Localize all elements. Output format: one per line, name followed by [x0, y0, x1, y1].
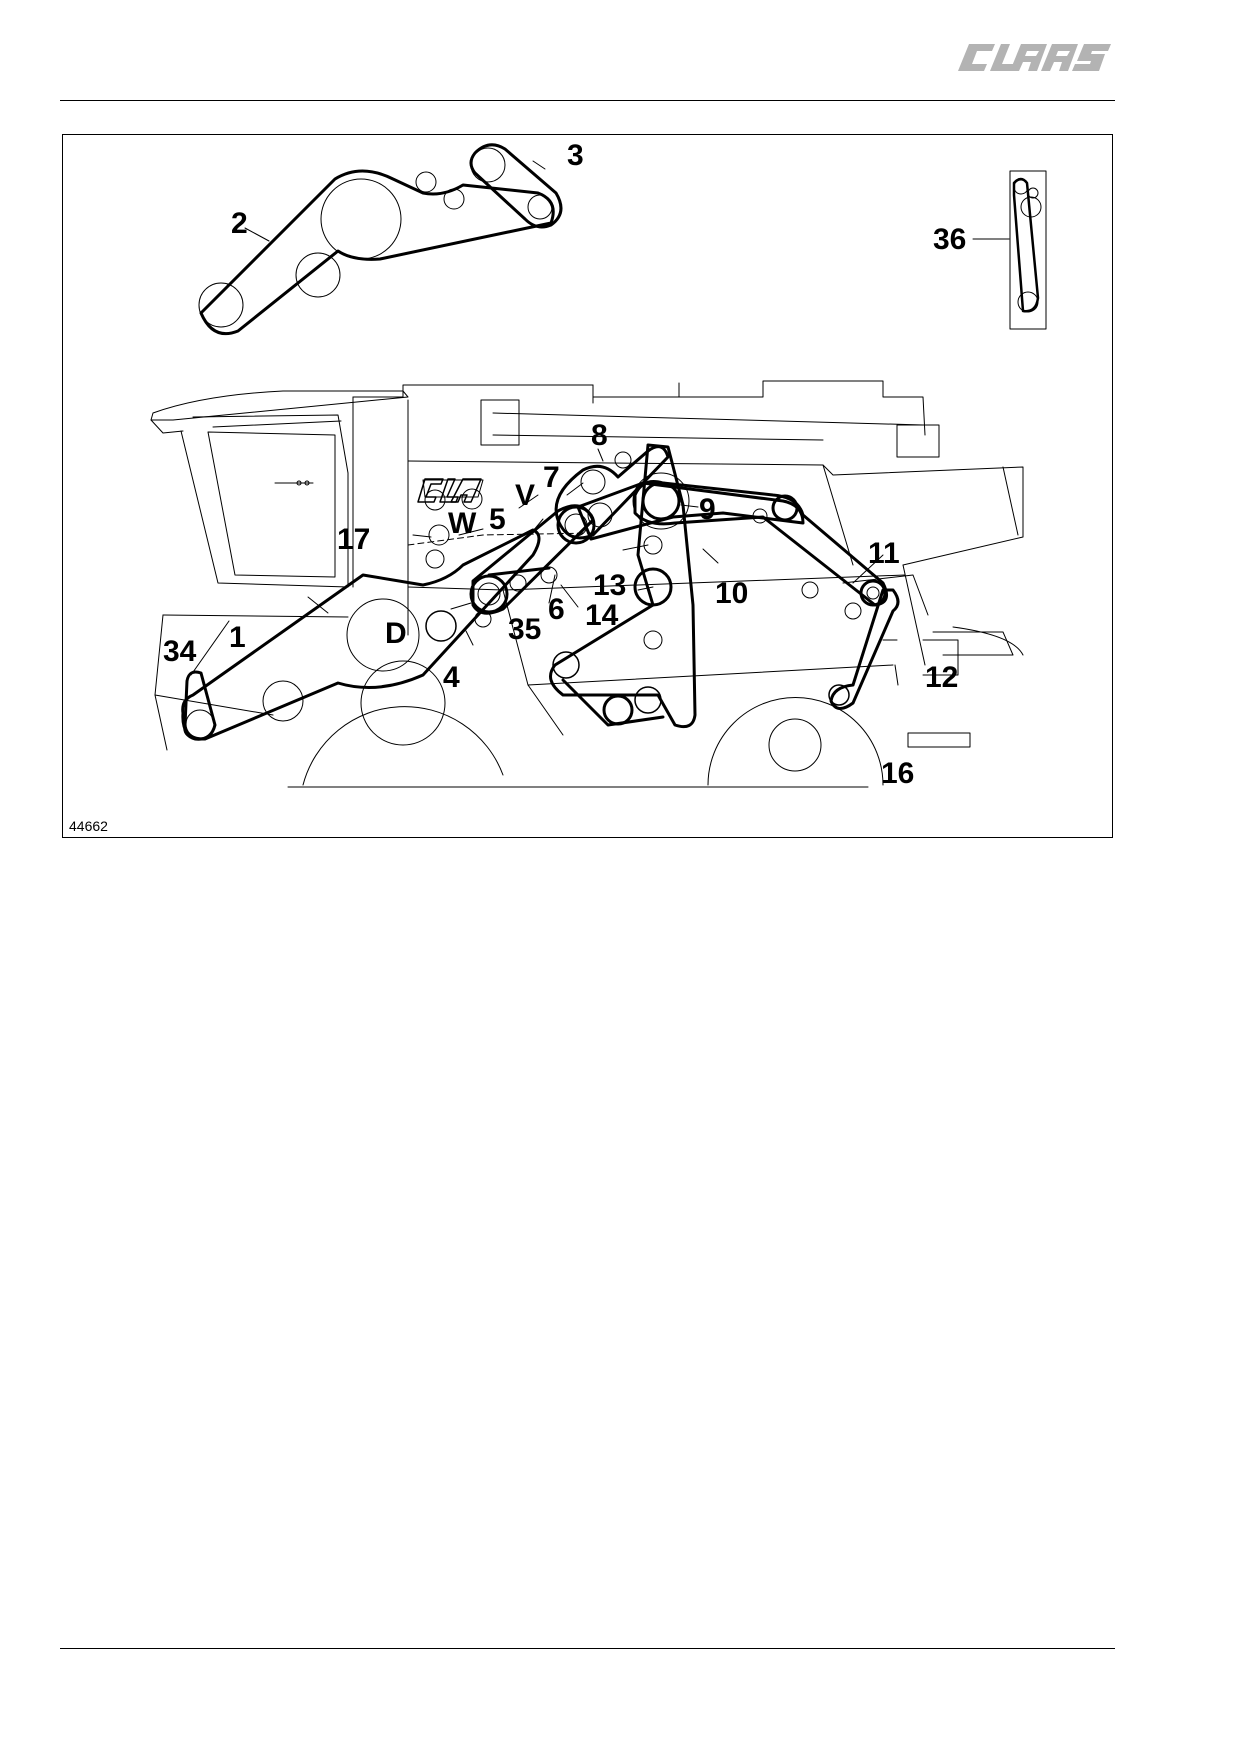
callout-3: 3: [567, 139, 584, 172]
claas-logo: [958, 44, 1111, 71]
combine-belt-diagram: 2 3 36 8 7 V 9 W 5 17 11 13 10 6 14 35 D…: [150, 139, 1047, 790]
callout-13: 13: [593, 569, 626, 602]
callout-labels: 2 3 36 8 7 V 9 W 5 17 11 13 10 6 14 35 D…: [163, 139, 966, 790]
belt-2-detail: [198, 169, 555, 336]
callout-9: 9: [699, 493, 716, 526]
callout-34: 34: [163, 635, 197, 668]
callout-4: 4: [443, 661, 460, 694]
header-rule: [60, 100, 1115, 101]
footer-rule: [60, 1648, 1115, 1649]
callout-12: 12: [925, 661, 958, 694]
leader-lines: [190, 160, 1010, 686]
belt-3-detail: [469, 143, 563, 229]
cla-lettering: [417, 478, 482, 503]
callout-2: 2: [231, 207, 248, 240]
callout-W: W: [448, 507, 477, 540]
callout-D: D: [385, 617, 407, 650]
callout-11: 11: [868, 537, 900, 570]
callout-7: 7: [543, 461, 560, 494]
belt-drive-figure: 2 3 36 8 7 V 9 W 5 17 11 13 10 6 14 35 D…: [62, 134, 1113, 838]
callout-8: 8: [591, 419, 608, 452]
callout-36: 36: [933, 223, 966, 256]
callout-V: V: [515, 479, 535, 512]
callout-10: 10: [715, 577, 748, 610]
callout-16: 16: [881, 757, 914, 790]
belt-36-detail: [1009, 170, 1047, 330]
combine-outline: [150, 380, 1024, 788]
callout-17: 17: [337, 523, 370, 556]
callout-1: 1: [229, 621, 246, 654]
drive-belts: [181, 443, 900, 741]
callout-6: 6: [548, 593, 565, 626]
figure-number: 44662: [69, 818, 108, 834]
callout-14: 14: [585, 599, 619, 632]
callout-35: 35: [508, 613, 541, 646]
callout-5: 5: [489, 503, 506, 536]
